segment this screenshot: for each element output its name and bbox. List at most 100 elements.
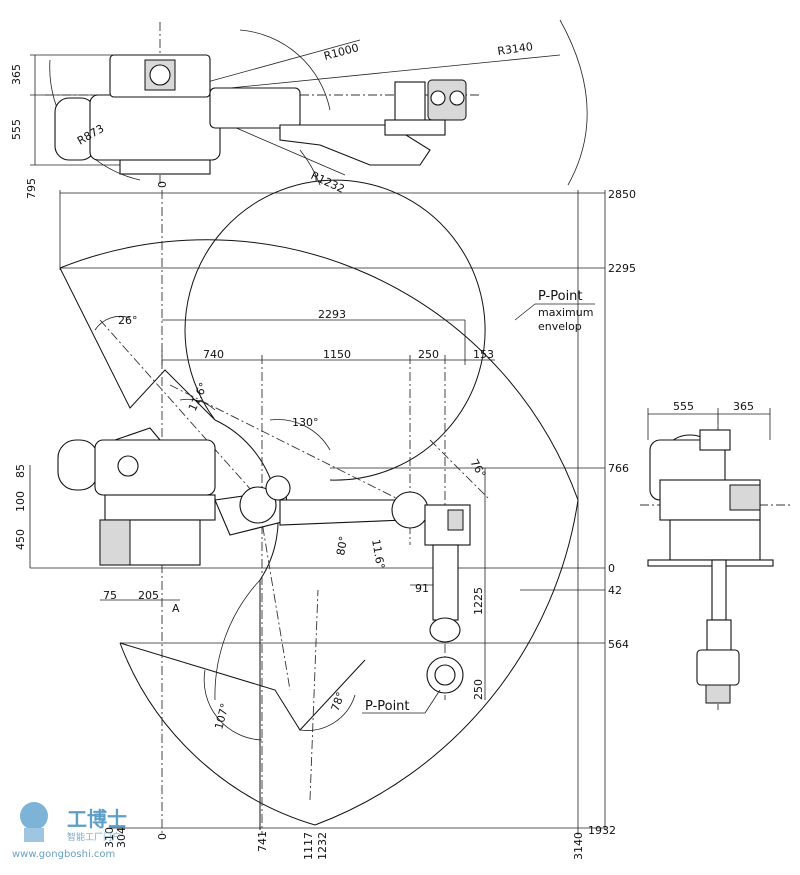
envelop-label: envelop — [538, 320, 582, 333]
angle-130: 130° — [292, 416, 319, 429]
front-side-box — [729, 484, 761, 511]
arc-26 — [94, 315, 131, 331]
dim-bottom-0: 0 — [156, 833, 169, 840]
dim-bottom-1232: 1232 — [316, 832, 329, 860]
angle-76-line — [429, 439, 491, 501]
angle-ref-line — [169, 384, 441, 521]
wrist-motor-a — [430, 90, 446, 106]
watermark-logo: 工博士 智能工厂门户 www.gongboshi.com — [12, 792, 162, 862]
base-plate-top — [119, 159, 211, 175]
angle-80: 80° — [334, 535, 350, 556]
front-arm-shaft — [711, 559, 727, 621]
dim-740: 740 — [203, 348, 224, 361]
r3140-arc — [559, 19, 588, 186]
front-base — [669, 519, 761, 561]
side-forearm — [279, 499, 406, 526]
dim-250-vert: 250 — [472, 679, 485, 700]
front-base-plate — [647, 559, 774, 567]
dim-2295: 2295 — [608, 262, 636, 275]
side-base-top — [104, 494, 216, 521]
front-cap — [699, 429, 731, 451]
dim-75: 75 — [103, 589, 117, 602]
dim-top-0: 0 — [156, 181, 169, 188]
front-view: 555 365 — [640, 400, 790, 710]
side-turret — [94, 439, 216, 496]
watermark-sub: 智能工厂门户 — [67, 831, 121, 843]
wrist-block-top — [394, 81, 426, 123]
base-body-top — [89, 94, 221, 161]
front-dim-555: 555 — [673, 400, 694, 413]
side-motor-housing — [57, 439, 99, 491]
dim-100: 100 — [14, 491, 27, 512]
dim-r3140: R3140 — [497, 40, 534, 58]
envelope-inner-arc-2 — [214, 579, 261, 701]
gongboshi-logo: 工博士 智能工厂门户 www.gongboshi.com — [12, 802, 127, 860]
dim-450: 450 — [14, 529, 27, 550]
dim-365-top: 365 — [10, 64, 23, 85]
r1232-arc — [299, 149, 321, 186]
watermark-url: www.gongboshi.com — [12, 849, 115, 860]
dim-2850: 2850 — [608, 188, 636, 201]
axis-joint-top — [149, 64, 171, 86]
side-j3-joint — [265, 475, 291, 501]
dim-85: 85 — [14, 464, 27, 478]
angle-107: 107° — [212, 702, 231, 731]
dim-r1000: R1000 — [322, 41, 360, 63]
envelope-outer-lower — [314, 499, 579, 826]
front-wrist — [706, 619, 732, 651]
dim-766: 766 — [608, 462, 629, 475]
dim-795: 795 — [25, 178, 38, 199]
dim-right-0: 0 — [608, 562, 615, 575]
arc-107 — [203, 669, 263, 741]
angle-78: 78° — [329, 690, 348, 713]
side-axis-j1 — [117, 455, 139, 477]
maximum-label: maximum — [538, 306, 593, 319]
p-ref-line — [309, 589, 319, 801]
side-tool-upper — [429, 617, 461, 643]
wrist-motor-b — [449, 90, 465, 106]
envelope-outer-upper — [59, 239, 579, 501]
p-point-label-bottom: P-Point — [365, 699, 410, 714]
p-point-label-top: P-Point — [538, 289, 583, 304]
dim-91: 91 — [415, 582, 429, 595]
dim-bottom-1117: 1117 — [302, 832, 315, 860]
dim-205: 205 — [138, 589, 159, 602]
dim-153: 153 — [473, 348, 494, 361]
side-view: 795 0 2850 2295 26° 11.6° 130° 76° 80° 1… — [14, 178, 636, 860]
front-tool — [696, 649, 740, 686]
arc-78 — [299, 694, 356, 731]
side-tool-center — [434, 664, 456, 686]
dim-564: 564 — [608, 638, 629, 651]
r1000-arc — [239, 29, 331, 111]
envelope-inner-lower — [119, 642, 366, 731]
angle-26-line — [99, 319, 261, 501]
side-turret-cap — [114, 427, 162, 441]
top-view: 365 555 R873 R1000 R3140 R1232 — [10, 19, 588, 196]
mascot-head-icon — [20, 802, 48, 830]
side-wrist-joint — [391, 491, 429, 529]
side-tool-shaft — [432, 544, 459, 621]
upper-arm-top — [209, 87, 301, 129]
dim-2293: 2293 — [318, 308, 346, 321]
watermark-brand: 工博士 — [67, 807, 127, 831]
envelope-inner-upper — [59, 179, 486, 481]
wrist-motors-top — [427, 79, 467, 121]
p-point-leader-bottom — [424, 689, 441, 714]
arc-116 — [179, 398, 216, 411]
marker-a: A — [172, 602, 180, 615]
angle-26: 26° — [118, 314, 138, 327]
side-j2-joint — [239, 486, 277, 524]
dim-42: 42 — [608, 584, 622, 597]
dim-1150: 1150 — [323, 348, 351, 361]
angle-11-6-b: 11.6° — [369, 538, 387, 570]
dim-1932: 1932 — [588, 824, 616, 837]
front-tool-flange — [705, 684, 731, 704]
dim-bottom-3140: 3140 — [572, 832, 585, 860]
envelope-lower-left — [119, 642, 316, 826]
dim-bottom-741: 741 — [256, 831, 269, 852]
dim-bottom-310: 310 — [103, 827, 116, 848]
side-base-box — [99, 519, 131, 566]
arc-130 — [269, 419, 331, 451]
